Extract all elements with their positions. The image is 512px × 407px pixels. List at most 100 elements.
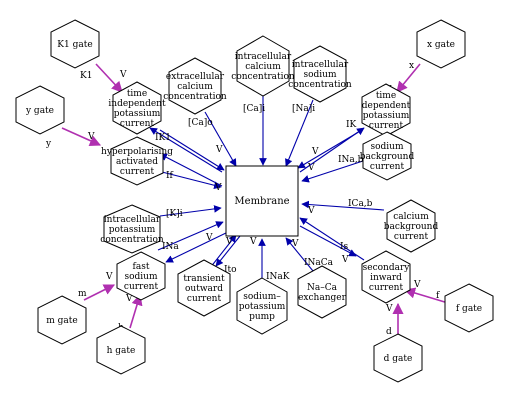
node-label-line: current <box>120 119 155 129</box>
node-label-line: concentration <box>163 92 227 102</box>
node-label-line: intracellular <box>104 215 161 225</box>
label-if: If <box>166 171 174 181</box>
node-hexagon <box>37 295 87 345</box>
node-h-gate: h gate <box>96 325 146 375</box>
node-label-line: sodium <box>370 142 403 152</box>
label-inab: INa,b <box>338 155 364 165</box>
node-y-gate: y gate <box>15 85 65 135</box>
node-label-line: background <box>384 222 439 232</box>
node-label-line: calcium <box>393 212 429 222</box>
label-v: V <box>225 237 233 247</box>
node-label-line: h gate <box>107 346 136 356</box>
edges <box>61 63 449 338</box>
label-inaca: INaCa <box>304 258 334 268</box>
label-v: V <box>87 132 95 142</box>
node-label-line: intracellular <box>235 52 292 62</box>
label-is: Is <box>340 242 349 252</box>
label-cao: [Ca]o <box>188 118 213 128</box>
label-nai: [Na]i <box>292 104 315 114</box>
node-hexagon <box>116 251 166 301</box>
node-label-line: K1 gate <box>57 40 92 50</box>
label-v: V <box>215 145 223 155</box>
node-hexagon <box>386 199 436 253</box>
node-label-line: sodium <box>303 70 336 80</box>
node-label-line: calcium <box>245 62 281 72</box>
node-hexagon <box>112 81 162 135</box>
node-hexagon <box>236 277 288 335</box>
edge-icab <box>301 200 385 211</box>
node-label-line: potassium <box>109 225 156 235</box>
edge-cao <box>204 111 237 167</box>
membrane-node: Membrane <box>225 165 299 237</box>
label-v: V <box>307 163 315 173</box>
label-icab: ICa,b <box>348 199 373 209</box>
node-label-line: hyperpolarising <box>101 147 173 157</box>
node-label-line: time <box>376 91 396 101</box>
hex-nodes: K1 gate time independent potassium current ex… <box>15 19 494 383</box>
label-v: V <box>125 294 133 304</box>
label-m: m <box>78 289 87 299</box>
node-label-line: current <box>120 167 155 177</box>
node-label-line: current <box>369 121 404 131</box>
edge-x-gate <box>396 63 421 93</box>
node-hexagon <box>361 250 411 304</box>
label-k1: K1 <box>80 71 92 81</box>
node-label-line: secondary <box>363 263 411 273</box>
node-label-line: pump <box>249 312 275 322</box>
node-label-line: current <box>370 162 405 172</box>
label-ik1: IK1 <box>155 133 171 143</box>
node-hexagon <box>103 204 161 254</box>
node-label-line: x gate <box>427 40 455 50</box>
node-label-line: inward <box>370 273 402 283</box>
node-label-line: independent <box>108 99 166 109</box>
edge-m-gate <box>83 284 116 301</box>
node-hexagon <box>236 35 290 97</box>
node-k1-gate: K1 gate <box>50 19 100 69</box>
membrane-box <box>225 165 299 237</box>
node-hexagon <box>50 19 100 69</box>
label-v: V <box>205 233 213 243</box>
node-hexagon <box>293 45 347 103</box>
membrane-label: Membrane <box>234 196 289 207</box>
edge-inab <box>301 159 367 183</box>
edge-if <box>161 171 222 190</box>
node-label-line: dependent <box>362 101 411 111</box>
node-label-line: potassium <box>239 302 286 312</box>
node-label-line: concentration <box>288 80 352 90</box>
node-label-line: f gate <box>456 304 482 314</box>
node-label-line: fast <box>133 262 150 272</box>
node-label-line: sodium <box>124 272 157 282</box>
label-inak: INaK <box>266 272 290 282</box>
node-hexagon <box>362 131 412 181</box>
label-v: V <box>385 304 393 314</box>
label-ki: [K]i <box>166 209 183 219</box>
node-hexagon <box>110 136 164 186</box>
node-f-gate: f gate <box>444 283 494 333</box>
edge-ina <box>157 221 224 251</box>
edge-k1-gate <box>95 63 123 93</box>
label-cai: [Ca]i <box>243 104 265 114</box>
label-d: d <box>386 327 392 337</box>
edge-v-fast-na <box>165 231 229 263</box>
edge-f-gate <box>403 287 449 304</box>
node-hexagon <box>96 325 146 375</box>
node-label-line: outward <box>185 284 223 294</box>
label-v: V <box>249 237 257 247</box>
edge-v-time-indep <box>149 127 223 173</box>
node-label-line: intracellular <box>292 60 349 70</box>
label-v: V <box>119 70 127 80</box>
node-label-line: current <box>394 232 429 242</box>
node-d-gate: d gate <box>373 333 423 383</box>
label-f: f <box>436 291 440 301</box>
node-hexagon <box>297 265 347 319</box>
